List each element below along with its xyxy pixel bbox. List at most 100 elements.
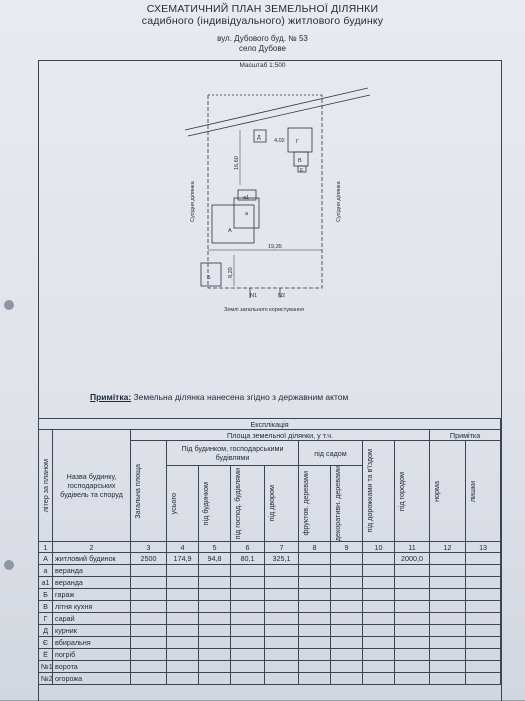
cell-norm [429, 636, 466, 650]
header-under-bldg: Під будинком, господарськими будівлями [166, 440, 299, 466]
address-street: вул. Дубового буд. № 53 [217, 34, 308, 43]
cell-veg [394, 624, 430, 638]
cell-house [198, 576, 231, 590]
header-outbuild: під господ. будівлями [230, 464, 265, 543]
cell-total [130, 612, 167, 626]
cell-total [130, 660, 167, 674]
cell-norm [429, 660, 466, 674]
cell-name: сарай [52, 612, 131, 626]
cell-liter: №1 [38, 660, 53, 674]
cell-decor [330, 660, 363, 674]
label-d: Д [257, 135, 261, 141]
cell-veg [394, 672, 430, 686]
note-text: Земельна ділянка нанесена згідно з держа… [131, 392, 349, 402]
cell-outb [230, 660, 265, 674]
dim-depth2-text: 8,20 [228, 267, 234, 278]
cell-fruit [298, 648, 331, 662]
cell-roads [362, 552, 395, 566]
cell-house [198, 612, 231, 626]
note-label: Примітка: [90, 392, 132, 402]
building-a-veranda [233, 197, 260, 229]
cell-yard [264, 576, 299, 590]
cell-excess [464, 576, 502, 590]
cell-decor [330, 600, 363, 614]
table-title: Експлікація [37, 418, 502, 430]
cell-total [130, 564, 167, 578]
cell-outb [230, 576, 265, 590]
explication-table: Експлікація літер за планом Назва будинк… [37, 418, 502, 686]
note-line: Примітка: Земельна ділянка нанесена згід… [90, 392, 348, 402]
cell-liter: А [38, 552, 53, 566]
cell-outb [230, 648, 265, 662]
cell-outb [230, 624, 265, 638]
cell-excess [464, 600, 502, 614]
cell-house: 94,8 [198, 552, 231, 566]
cell-name: веранда [52, 576, 131, 590]
cell-decor [330, 552, 363, 566]
cell-all [166, 624, 199, 638]
cell-roads [362, 648, 395, 662]
cell-name: ворота [52, 660, 131, 674]
cell-name: гараж [52, 588, 131, 602]
cell-excess [464, 552, 502, 566]
doc-subtitle: садибного (індивідуального) житлового бу… [141, 15, 384, 27]
cell-norm [429, 576, 466, 590]
cell-all [166, 672, 199, 686]
cell-roads [362, 636, 395, 650]
cell-name: вбиральня [52, 636, 131, 650]
cell-yard [264, 636, 299, 650]
cell-fruit [298, 588, 331, 602]
cell-decor [330, 576, 363, 590]
cell-liter: Б [38, 588, 53, 602]
cell-house [198, 624, 231, 638]
cell-excess [464, 648, 502, 662]
cell-outb [230, 672, 265, 686]
cell-all [166, 564, 199, 578]
header-excess: лишки [464, 439, 502, 543]
point-n2: N2 [278, 293, 285, 299]
cell-name: курник [52, 624, 131, 638]
cell-excess [464, 624, 502, 638]
cell-fruit [298, 624, 331, 638]
header-yard: під двором [264, 464, 299, 543]
cell-decor [330, 672, 363, 686]
cell-outb [230, 588, 265, 602]
cell-outb [230, 636, 265, 650]
cell-roads [362, 576, 395, 590]
cell-decor [330, 648, 363, 662]
cell-roads [362, 588, 395, 602]
cell-yard [264, 564, 299, 578]
doc-title: СХЕМАТИЧНИЙ ПЛАН ЗЕМЕЛЬНОЇ ДІЛЯНКИ [146, 3, 379, 15]
cell-total: 2500 [130, 552, 167, 566]
cell-decor [330, 588, 363, 602]
cell-name: огорожа [52, 672, 131, 686]
cell-yard [264, 660, 299, 674]
building-e [297, 165, 307, 173]
cell-veg [394, 612, 430, 626]
cell-roads [362, 624, 395, 638]
cell-veg [394, 600, 430, 614]
cell-roads [362, 564, 395, 578]
cell-veg [394, 660, 430, 674]
header-total: Загальна площа [130, 439, 167, 543]
cell-veg [394, 636, 430, 650]
cell-total [130, 672, 167, 686]
cell-roads [362, 672, 395, 686]
cell-all [166, 660, 199, 674]
cell-fruit [298, 564, 331, 578]
neighbor-left-label: Сусідня ділянка [190, 180, 196, 222]
cell-name: житловий будинок [52, 552, 131, 566]
header-decor: декоративн. деревами [330, 464, 363, 543]
cell-house [198, 564, 231, 578]
cell-fruit [298, 600, 331, 614]
cell-norm [429, 648, 466, 662]
header-vegetable: під городом [394, 439, 430, 543]
cell-all [166, 648, 199, 662]
label-b: Б [207, 275, 211, 281]
cell-liter: а1 [38, 576, 53, 590]
cell-liter: Г [38, 612, 53, 626]
cell-yard [264, 588, 299, 602]
cell-total [130, 648, 167, 662]
